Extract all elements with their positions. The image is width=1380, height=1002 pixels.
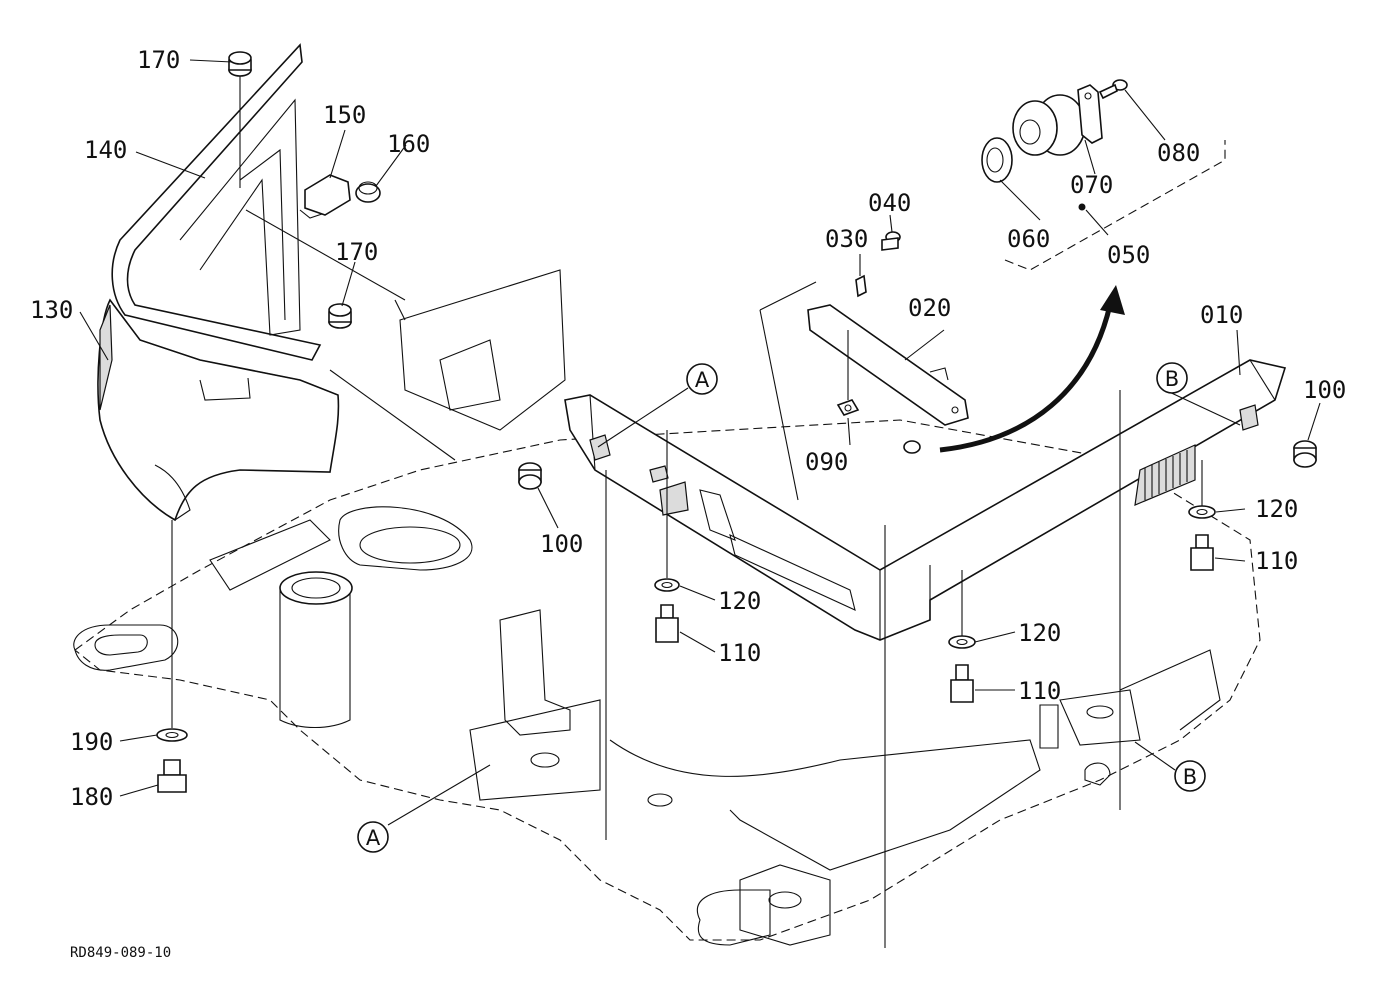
label-030: 030 xyxy=(825,225,868,253)
part-030-clip xyxy=(855,274,867,298)
part-140-frame xyxy=(111,43,322,401)
label-090: 090 xyxy=(805,448,848,476)
label-130: 130 xyxy=(30,296,73,324)
part-170-bolt-mid xyxy=(328,303,352,329)
svg-text:A: A xyxy=(695,368,710,392)
callout-b-top: B xyxy=(1156,362,1188,394)
label-170-top: 170 xyxy=(137,46,180,74)
label-010: 010 xyxy=(1200,301,1243,329)
part-120-washer-c xyxy=(1188,505,1216,519)
label-120-c: 120 xyxy=(1255,495,1298,523)
part-labels: 170 140 150 160 170 130 190 180 100 120 … xyxy=(30,46,1346,811)
label-070: 070 xyxy=(1070,171,1113,199)
drawing-reference-code: RD849-089-10 xyxy=(70,945,171,961)
label-080: 080 xyxy=(1157,139,1200,167)
part-090-nut xyxy=(836,399,860,416)
part-070-lever xyxy=(1077,84,1103,144)
part-040-screw xyxy=(881,231,901,251)
label-020: 020 xyxy=(908,294,951,322)
part-120-washer-a xyxy=(654,578,680,592)
part-100-bolt-right xyxy=(1293,440,1317,468)
part-060-cap xyxy=(981,137,1013,183)
callout-a-top: A xyxy=(686,363,718,395)
vent-grille xyxy=(1134,444,1196,506)
svg-text:B: B xyxy=(1165,367,1179,391)
svg-text:B: B xyxy=(1183,765,1197,789)
callout-a-bottom: A xyxy=(357,821,389,853)
label-120-b: 120 xyxy=(1018,619,1061,647)
part-170-bolt-top xyxy=(228,51,252,188)
label-100-left: 100 xyxy=(540,530,583,558)
leader-lines xyxy=(79,59,1321,826)
part-080-screw xyxy=(1098,79,1128,100)
machine-frame xyxy=(73,269,1261,946)
svg-text:A: A xyxy=(366,826,381,850)
label-170-mid: 170 xyxy=(335,238,378,266)
assembly-arrow xyxy=(939,285,1125,453)
part-110-nut-c xyxy=(1190,534,1214,571)
label-160: 160 xyxy=(387,130,430,158)
label-120-a: 120 xyxy=(718,587,761,615)
part-110-nut-b xyxy=(950,664,974,703)
callout-b-bottom: B xyxy=(1174,760,1206,792)
label-110-b: 110 xyxy=(1018,677,1061,705)
part-120-washer-b xyxy=(948,635,976,649)
label-180: 180 xyxy=(70,783,113,811)
part-110-nut-a xyxy=(655,604,679,643)
label-140: 140 xyxy=(84,136,127,164)
part-150-latch xyxy=(299,174,351,219)
part-180-nut xyxy=(157,759,187,793)
label-040: 040 xyxy=(868,189,911,217)
label-050: 050 xyxy=(1107,241,1150,269)
part-020-plate xyxy=(807,304,969,426)
label-110-a: 110 xyxy=(718,639,761,667)
part-160-knob xyxy=(355,181,381,203)
part-010-rear-panel xyxy=(564,359,1287,641)
label-100-right: 100 xyxy=(1303,376,1346,404)
part-100-bolt-left xyxy=(518,462,542,490)
reference-lines xyxy=(245,209,1203,948)
lock-barrel xyxy=(903,440,921,454)
label-190: 190 xyxy=(70,728,113,756)
assembly-dot xyxy=(1078,203,1086,211)
label-060: 060 xyxy=(1007,225,1050,253)
part-050-lock-assembly xyxy=(981,79,1226,271)
label-150: 150 xyxy=(323,101,366,129)
lock-cylinder xyxy=(1012,94,1086,156)
part-190-washer xyxy=(156,728,188,742)
label-110-c: 110 xyxy=(1255,547,1298,575)
